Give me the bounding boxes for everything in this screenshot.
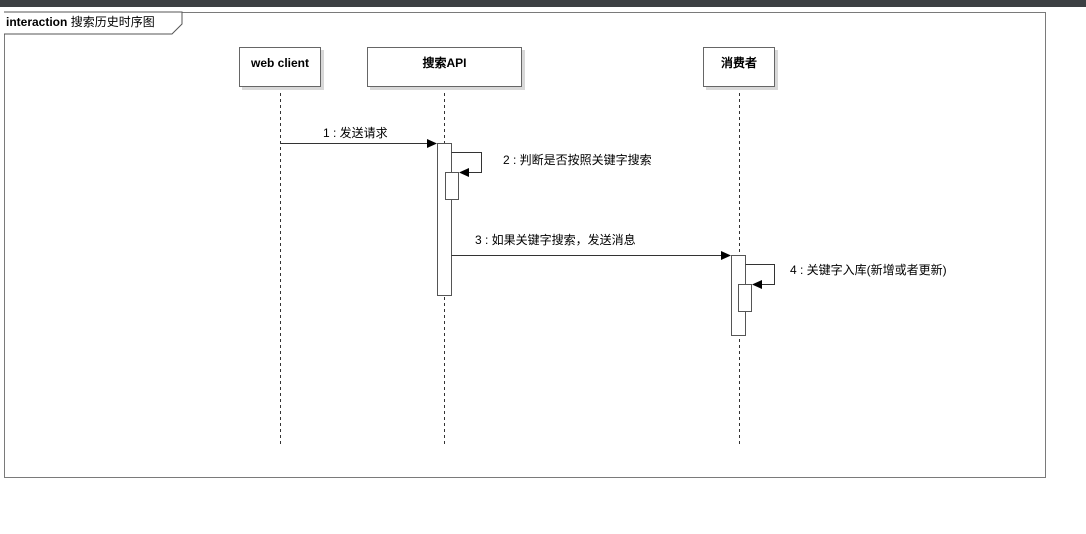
lifeline-web-client-label: web client — [250, 56, 309, 70]
lifeline-search-api-label: 搜索API — [422, 56, 467, 70]
message-2-arrowhead — [459, 168, 469, 177]
message-3-arrowhead — [721, 251, 731, 260]
window-top-bar — [0, 0, 1086, 7]
activation-consumer-self — [738, 284, 752, 312]
frame-kind-keyword: interaction — [6, 15, 68, 29]
message-4-self-loop — [745, 264, 775, 285]
frame-title: interaction 搜索历史时序图 — [6, 15, 155, 29]
interaction-frame — [4, 12, 1046, 478]
message-1-arrowhead — [427, 139, 437, 148]
lifeline-consumer-label: 消费者 — [720, 56, 757, 70]
activation-search-api — [437, 143, 452, 296]
lifeline-consumer[interactable]: 消费者 — [703, 47, 775, 87]
frame-tab-outline — [4, 11, 183, 35]
message-3-label[interactable]: 3 : 如果关键字搜索，发送消息 — [475, 233, 636, 247]
lifeline-web-client[interactable]: web client — [239, 47, 321, 87]
message-1-label[interactable]: 1 : 发送请求 — [323, 126, 388, 140]
message-2-label[interactable]: 2 : 判断是否按照关键字搜索 — [503, 153, 652, 167]
message-2-self-loop — [451, 152, 482, 173]
activation-search-api-self — [445, 172, 459, 200]
lifeline-search-api[interactable]: 搜索API — [367, 47, 522, 87]
frame-diagram-name: 搜索历史时序图 — [70, 15, 155, 29]
message-4-arrowhead — [752, 280, 762, 289]
message-4-label[interactable]: 4 : 关键字入库(新增或者更新) — [790, 263, 947, 277]
